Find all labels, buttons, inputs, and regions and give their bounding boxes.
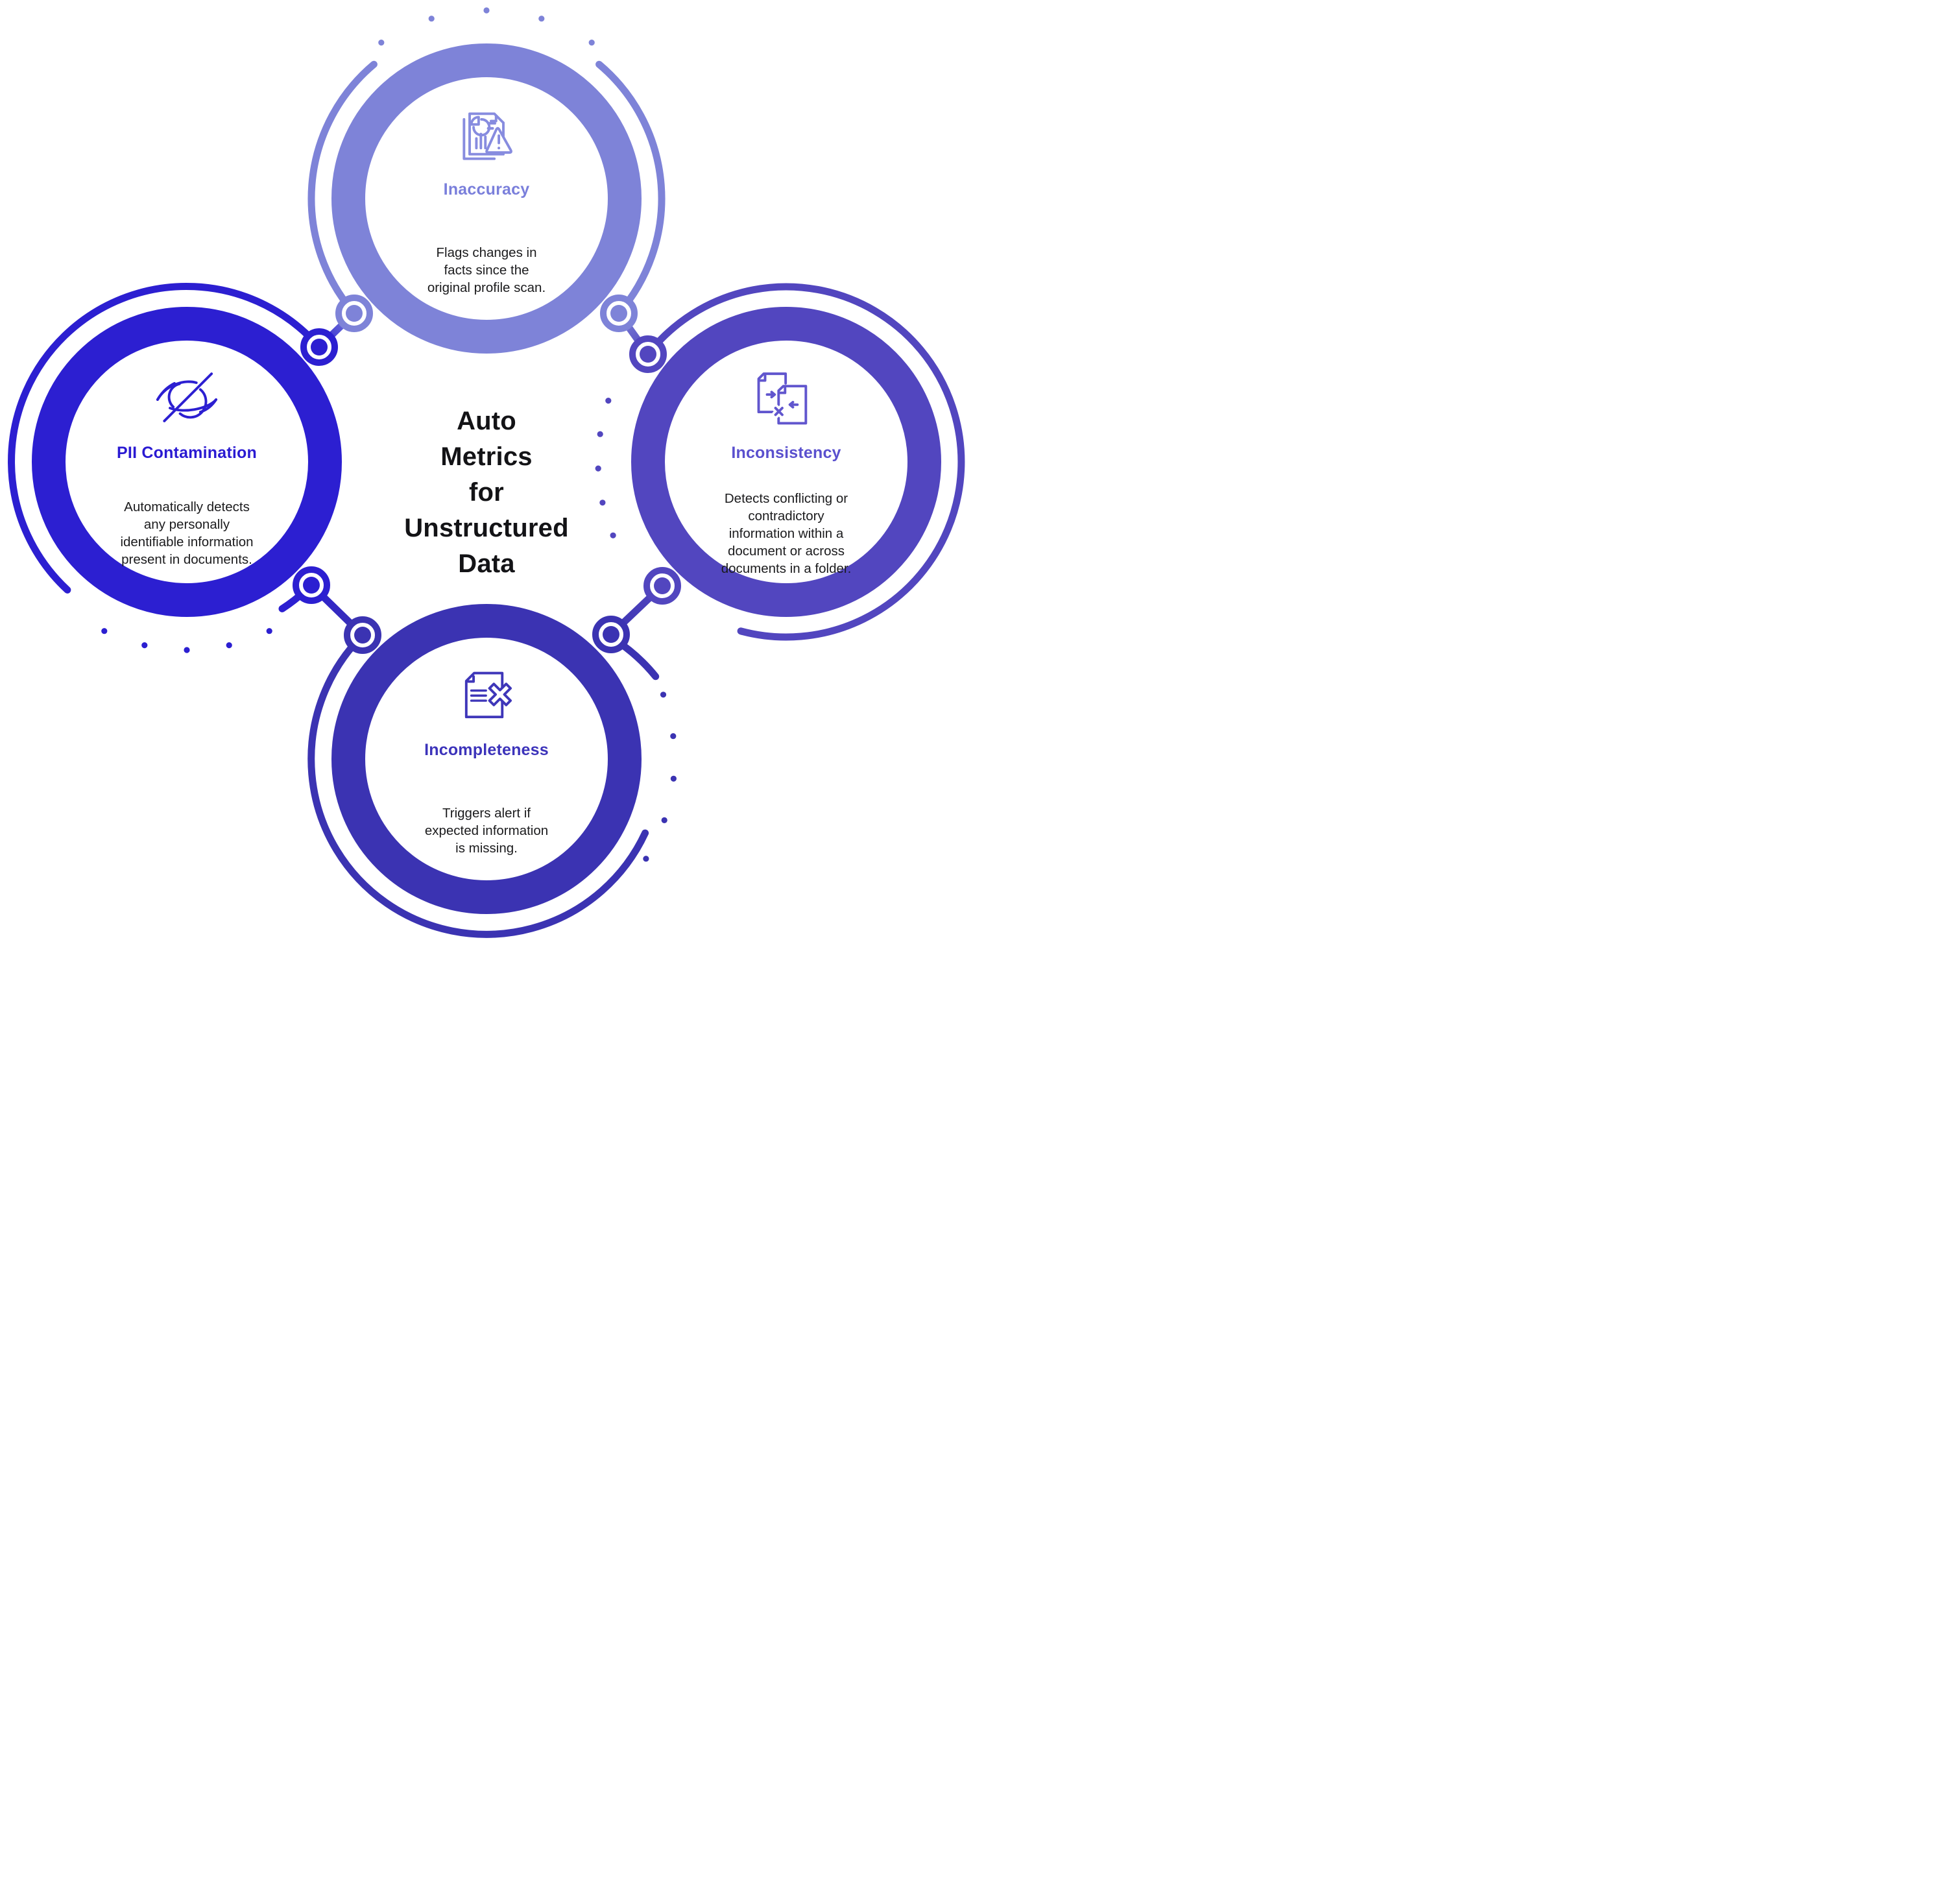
connector-nodes <box>293 295 681 654</box>
metric-circle-inaccuracy <box>307 7 666 354</box>
outer-arc <box>307 60 378 317</box>
infographic-canvas: Inaccuracy Flags changes in facts since … <box>0 0 973 952</box>
documents-conflict-icon <box>757 372 808 425</box>
metric-circle-pii-contamination <box>8 282 342 653</box>
outer-arc <box>644 283 965 641</box>
outer-arc <box>595 60 666 317</box>
metric-ring <box>331 43 642 354</box>
metric-ring <box>32 307 342 617</box>
metric-circle-inconsistency <box>595 283 965 641</box>
metric-title-pii-contamination: PII Contamination <box>117 444 257 462</box>
dotted-arc <box>643 692 677 862</box>
metric-title-inaccuracy: Inaccuracy <box>443 180 530 199</box>
connector-node <box>600 295 638 332</box>
metric-ring <box>631 307 941 617</box>
page-title: Auto Metrics for Unstructured Data <box>404 407 569 578</box>
outer-arc <box>307 631 649 938</box>
connector-node <box>335 295 373 332</box>
dotted-arc <box>595 398 616 538</box>
metric-title-inconsistency: Inconsistency <box>731 444 841 462</box>
metric-description-inconsistency: Detects conflicting or contradictory inf… <box>721 491 852 576</box>
diagram-graphics <box>8 7 965 938</box>
connector-node <box>643 567 681 605</box>
metric-description-pii-contamination: Automatically detects any personally ide… <box>120 500 254 567</box>
metric-description-inaccuracy: Flags changes in facts since the origina… <box>427 245 546 295</box>
metric-title-incompleteness: Incompleteness <box>424 741 549 759</box>
document-x-icon <box>464 671 512 719</box>
connector-node <box>344 616 381 654</box>
document-warning-icon <box>462 112 512 160</box>
dotted-arc <box>101 628 272 653</box>
dotted-arc <box>378 7 595 46</box>
metric-circle-incompleteness <box>307 604 677 938</box>
connector-node <box>293 566 330 604</box>
outer-arc <box>8 282 323 594</box>
connector-node <box>629 335 667 373</box>
connector-node <box>592 616 630 653</box>
connector-node <box>300 328 338 366</box>
metric-description-incompleteness: Triggers alert if expected information i… <box>424 806 549 856</box>
eye-off-icon <box>156 372 218 422</box>
metric-ring <box>331 604 642 914</box>
